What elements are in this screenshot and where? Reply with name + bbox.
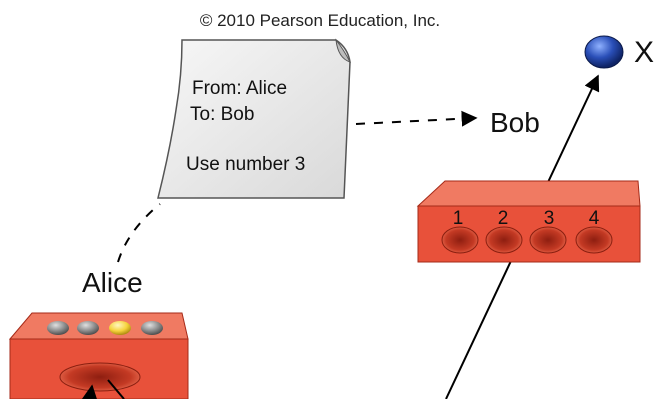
bob-slot-2: 2: [485, 208, 523, 254]
bob-slot-3: 3: [529, 208, 567, 254]
alice-light-2: [77, 321, 99, 335]
bob-slot-label-4: 4: [589, 208, 600, 229]
bob-slot-label-1: 1: [453, 208, 464, 229]
message-to-bob-arrow: [355, 110, 478, 127]
alice-light-1: [47, 321, 69, 335]
alice-emission-line: [107, 379, 125, 400]
alice-to-note-line: [117, 203, 161, 263]
bob-slot-1: 1: [441, 208, 479, 254]
bob-label: Bob: [490, 107, 540, 138]
note-to-line: To: Bob: [190, 104, 254, 125]
alice-emitter-hole: [59, 362, 141, 392]
bob-slot-label-2: 2: [498, 208, 509, 229]
message-note: From: Alice To: Bob Use number 3: [157, 38, 351, 199]
particle-x: X: [584, 35, 654, 69]
particle-label: X: [634, 36, 654, 69]
alice-label: Alice: [82, 267, 143, 298]
bob-slot-4: 4: [575, 208, 613, 254]
note-from-line: From: Alice: [192, 78, 287, 99]
alice-light-3: [109, 321, 131, 335]
bob-device: 1 2 3 4: [416, 180, 641, 263]
alice-emission-arrow: [81, 384, 98, 402]
note-message: Use number 3: [186, 154, 305, 175]
bob-slot-label-3: 3: [544, 208, 555, 229]
alice-device: [8, 312, 189, 402]
alice-light-4: [141, 321, 163, 335]
copyright-text: © 2010 Pearson Education, Inc.: [200, 11, 440, 30]
